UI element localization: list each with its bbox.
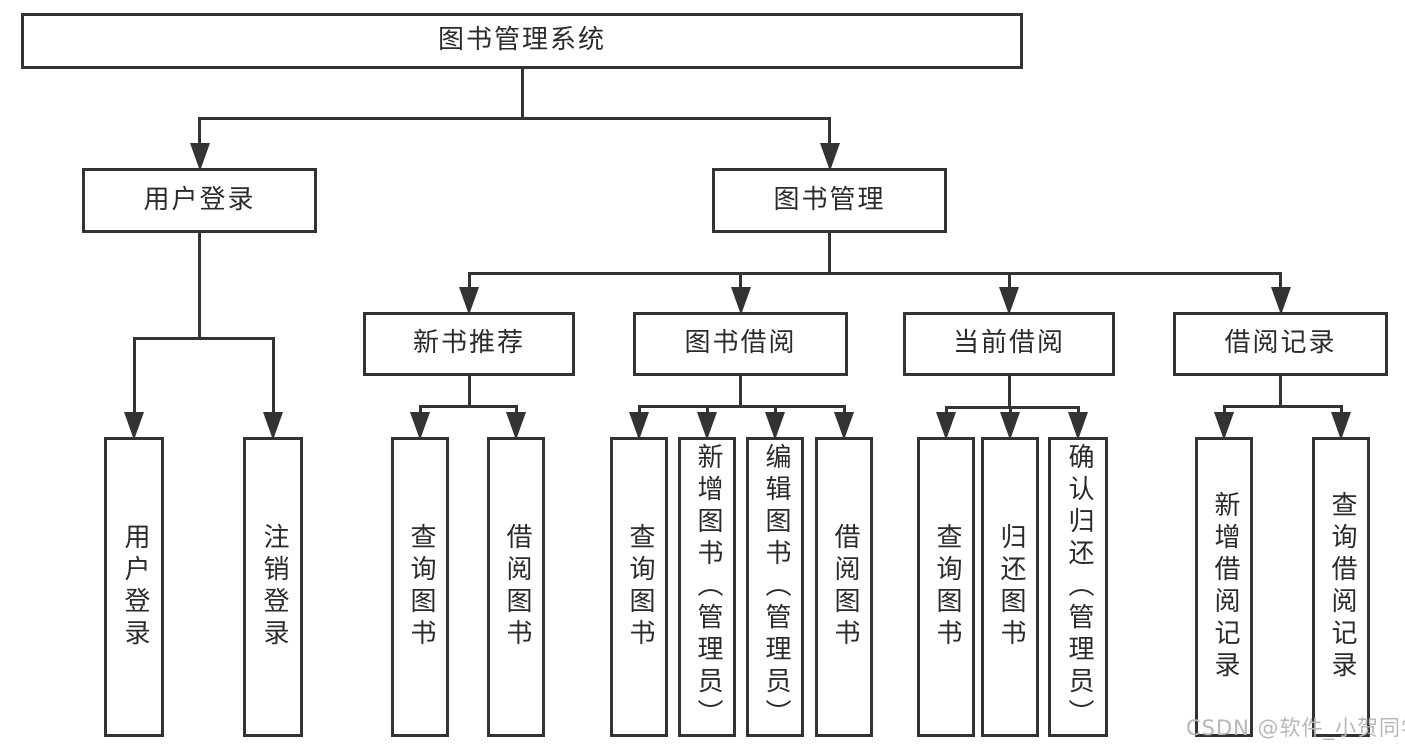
arrowhead-down-icon: [819, 143, 840, 171]
connector-vline: [1007, 376, 1011, 407]
arrowhead-down-icon: [999, 287, 1019, 315]
connector-vline: [739, 273, 742, 292]
arrowhead-down-icon: [189, 143, 210, 171]
node-leaf-query-book-3: 查询图书: [917, 437, 975, 737]
connector-vline: [842, 406, 846, 417]
connector-vline: [467, 376, 471, 406]
connector-vline: [514, 406, 518, 417]
connector-vline: [1279, 376, 1282, 406]
arrowhead-down-icon: [1214, 412, 1234, 440]
arrowhead-down-icon: [506, 412, 526, 440]
node-leaf-user-login: 用户登录: [104, 437, 164, 737]
node-user-login: 用户登录: [82, 168, 317, 233]
arrowhead-down-icon: [1068, 412, 1088, 440]
node-leaf-query-record: 查询借阅记录: [1312, 437, 1370, 737]
connector-hline: [198, 116, 831, 120]
arrowhead-down-icon: [124, 412, 144, 440]
node-leaf-borrow-book-1: 借阅图书: [487, 437, 545, 737]
connector-vline: [198, 233, 201, 338]
connector-vline: [828, 233, 831, 273]
connector-vline: [271, 338, 275, 417]
connector-hline: [132, 336, 275, 340]
node-leaf-edit-book: 编辑图书（管理员）: [746, 437, 804, 737]
node-leaf-return-book: 归还图书: [981, 437, 1039, 737]
arrowhead-down-icon: [410, 412, 430, 440]
node-book-mgmt: 图书管理: [712, 168, 947, 233]
connector-hline: [944, 405, 1080, 409]
connector-vline: [467, 273, 471, 292]
arrowhead-down-icon: [263, 412, 283, 440]
arrowhead-down-icon: [765, 412, 785, 440]
connector-vline: [739, 376, 742, 406]
node-current-borrow: 当前借阅: [903, 312, 1115, 376]
node-leaf-borrow-book-2: 借阅图书: [815, 437, 873, 737]
arrowhead-down-icon: [1331, 412, 1351, 440]
connector-hline: [1222, 404, 1343, 408]
node-leaf-add-record: 新增借阅记录: [1195, 437, 1253, 737]
connector-vline: [520, 69, 524, 118]
arrowhead-down-icon: [1000, 412, 1020, 440]
connector-vline: [1222, 406, 1226, 417]
arrowhead-down-icon: [834, 412, 854, 440]
node-root: 图书管理系统: [21, 13, 1023, 69]
node-leaf-logout: 注销登录: [243, 437, 303, 737]
arrowhead-down-icon: [936, 412, 956, 440]
arrowhead-down-icon: [697, 412, 717, 440]
connector-vline: [132, 338, 136, 417]
arrowhead-down-icon: [1270, 287, 1291, 315]
arrowhead-down-icon: [459, 287, 479, 315]
connector-vline: [198, 118, 201, 148]
connector-vline: [1339, 406, 1343, 417]
node-leaf-add-book: 新增图书（管理员）: [678, 437, 736, 737]
connector-vline: [1007, 273, 1011, 292]
connector-vline: [828, 118, 831, 148]
connector-hline: [637, 404, 846, 408]
node-new-book-rec: 新书推荐: [363, 312, 575, 376]
connector-vline: [705, 406, 709, 417]
connector-vline: [1279, 273, 1282, 292]
arrowhead-down-icon: [629, 412, 649, 440]
arrowhead-down-icon: [730, 287, 751, 315]
connector-vline: [773, 406, 777, 417]
node-book-borrow: 图书借阅: [633, 312, 848, 376]
connector-hline: [467, 271, 1282, 275]
connector-hline: [418, 404, 518, 408]
csdn-watermark: CSDN @软件_小贺同学: [1186, 716, 1405, 740]
node-leaf-query-book-1: 查询图书: [391, 437, 449, 737]
node-borrow-record: 借阅记录: [1173, 312, 1388, 376]
node-leaf-confirm-return: 确认归还（管理员）: [1048, 437, 1108, 737]
connector-vline: [418, 406, 422, 417]
connector-vline: [637, 406, 641, 417]
node-leaf-query-book-2: 查询图书: [610, 437, 668, 737]
